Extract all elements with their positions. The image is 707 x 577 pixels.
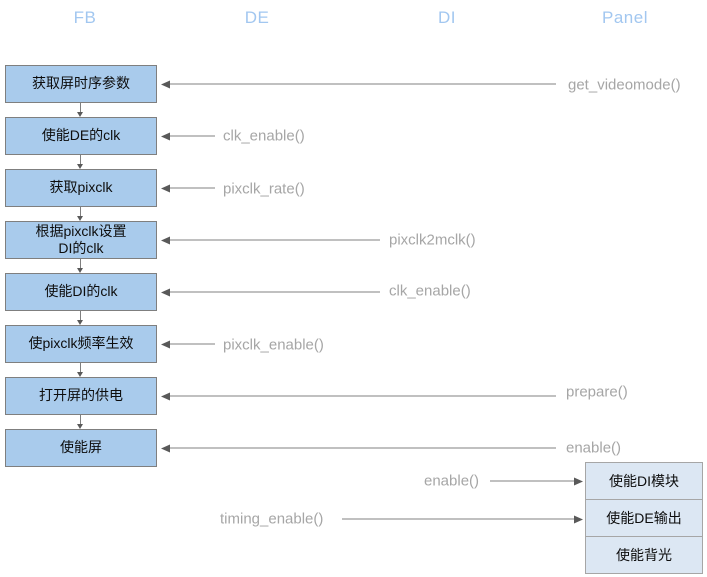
down-arrow-icon	[77, 207, 84, 221]
flow-step-get-pixclk: 获取pixclk	[5, 169, 157, 207]
arrow-line	[342, 518, 574, 520]
down-arrow-head	[77, 216, 83, 221]
down-arrow-line	[80, 415, 81, 424]
label-clk-enable-de: clk_enable()	[223, 127, 305, 145]
arrow-enable-panel	[161, 444, 556, 453]
arrow-clk-enable-de	[161, 132, 215, 141]
flow-step-enable-panel: 使能屏	[5, 429, 157, 467]
down-arrow-head	[77, 320, 83, 325]
down-arrow-icon	[77, 103, 84, 117]
arrow-line	[170, 291, 380, 293]
arrow-clk-enable-di	[161, 288, 380, 297]
arrow-line	[170, 447, 556, 449]
arrow-pixclk-enable	[161, 340, 215, 349]
down-arrow-line	[80, 311, 81, 320]
arrow-prepare	[161, 392, 556, 401]
down-arrow-line	[80, 155, 81, 164]
flow-step-get-timing-params: 获取屏时序参数	[5, 65, 157, 103]
left-arrowhead-icon	[161, 184, 170, 192]
arrow-line	[170, 135, 215, 137]
column-header-fb: FB	[73, 8, 97, 27]
down-arrow-icon	[77, 363, 84, 377]
column-header-di: DI	[438, 8, 456, 27]
label-pixclk2mclk: pixclk2mclk()	[389, 231, 476, 249]
label-enable-di-module: enable()	[424, 472, 480, 490]
down-arrow-head	[77, 112, 83, 117]
down-arrow-icon	[77, 259, 84, 273]
arrow-line	[170, 239, 380, 241]
arrow-line	[170, 343, 215, 345]
label-timing-enable: timing_enable()	[220, 510, 324, 528]
down-arrow-head	[77, 164, 83, 169]
down-arrow-icon	[77, 155, 84, 169]
left-arrowhead-icon	[161, 444, 170, 452]
arrow-pixclk2mclk	[161, 236, 380, 245]
panel-substep-stack: 使能DI模块 使能DE输出 使能背光	[585, 462, 703, 574]
panel-step-enable-de-output: 使能DE输出	[586, 500, 702, 537]
label-pixclk-enable: pixclk_enable()	[223, 336, 324, 354]
label-get-videomode: get_videomode()	[568, 76, 681, 94]
panel-step-enable-di-module: 使能DI模块	[586, 463, 702, 500]
arrow-pixclk-rate	[161, 184, 215, 193]
down-arrow-line	[80, 259, 81, 268]
arrow-get-videomode	[161, 80, 556, 89]
down-arrow-line	[80, 207, 81, 216]
panel-step-enable-backlight: 使能背光	[616, 547, 672, 563]
right-arrowhead-icon	[574, 477, 583, 485]
down-arrow-head	[77, 268, 83, 273]
flow-step-enable-di-clk: 使能DI的clk	[5, 273, 157, 311]
label-clk-enable-di: clk_enable()	[389, 282, 471, 300]
column-header-de: DE	[244, 8, 270, 27]
left-arrowhead-icon	[161, 132, 170, 140]
arrow-line	[170, 395, 556, 397]
down-arrow-head	[77, 372, 83, 377]
down-arrow-head	[77, 424, 83, 429]
label-enable-panel: enable()	[566, 439, 622, 457]
label-pixclk-rate: pixclk_rate()	[223, 180, 305, 198]
label-prepare: prepare()	[566, 383, 628, 401]
arrow-timing-enable	[342, 515, 583, 524]
left-arrowhead-icon	[161, 288, 170, 296]
flow-step-enable-de-clk: 使能DE的clk	[5, 117, 157, 155]
down-arrow-icon	[77, 311, 84, 325]
column-header-panel: Panel	[602, 8, 648, 27]
left-arrowhead-icon	[161, 340, 170, 348]
right-arrowhead-icon	[574, 515, 583, 523]
left-arrowhead-icon	[161, 236, 170, 244]
arrow-line	[170, 187, 215, 189]
down-arrow-line	[80, 363, 81, 372]
arrow-enable-di-module	[490, 477, 583, 486]
flow-step-apply-pixclk: 使pixclk频率生效	[5, 325, 157, 363]
flow-step-set-di-clk: 根据pixclk设置 DI的clk	[5, 221, 157, 259]
left-arrowhead-icon	[161, 392, 170, 400]
arrow-line	[170, 83, 556, 85]
flow-step-power-on-panel: 打开屏的供电	[5, 377, 157, 415]
left-arrowhead-icon	[161, 80, 170, 88]
down-arrow-icon	[77, 415, 84, 429]
down-arrow-line	[80, 103, 81, 112]
arrow-line	[490, 480, 574, 482]
